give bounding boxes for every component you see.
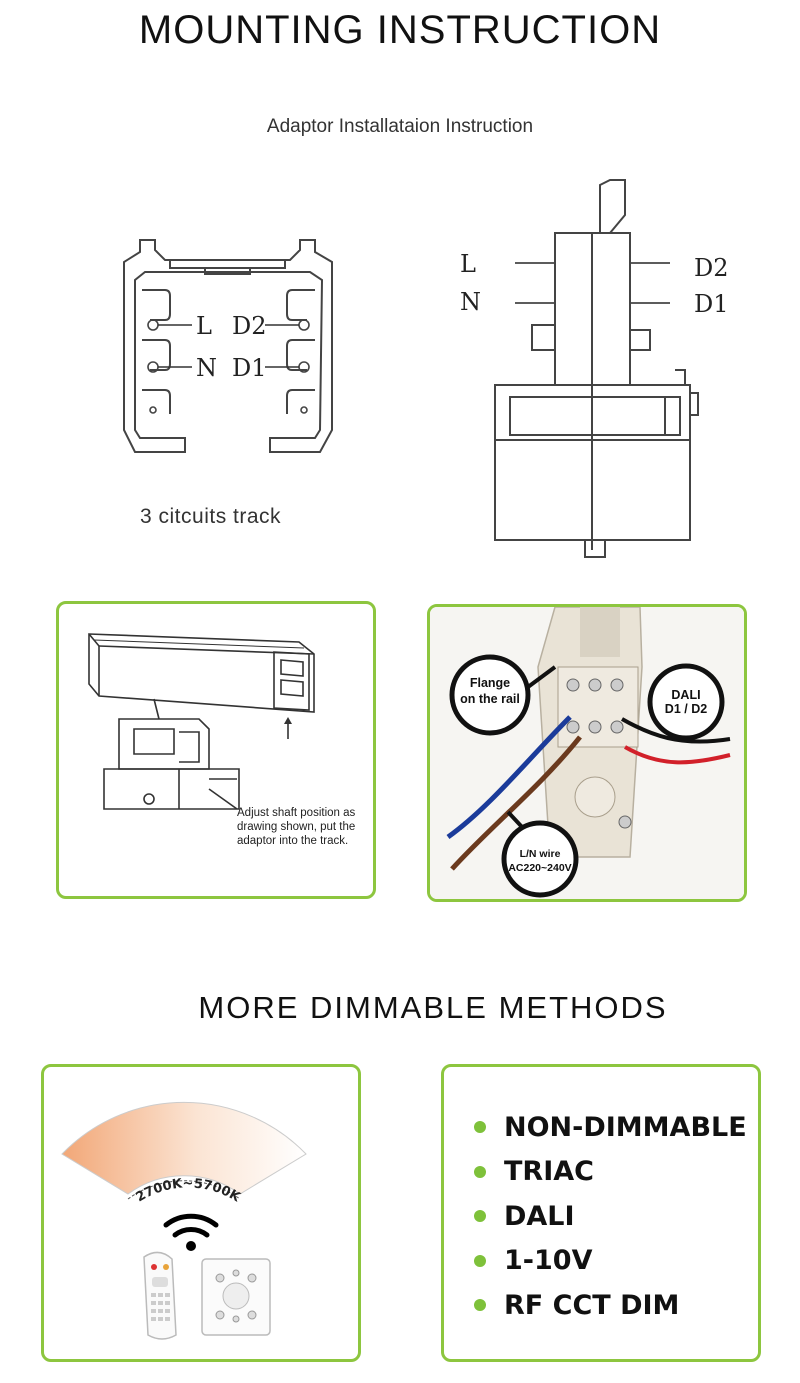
ln-line-2: AC220~240V: [508, 862, 571, 874]
adaptor-side-diagram: L N D2 D1: [460, 179, 729, 558]
adaptor-label-l: L: [460, 250, 476, 278]
install-note-line-3: adaptor into the track.: [237, 835, 348, 847]
methods-panel: NON-DIMMABLE TRIAC DALI 1-10V RF CCT DIM: [441, 1064, 761, 1362]
install-note-line-1: Adjust shaft position as: [237, 807, 356, 819]
page-title: MOUNTING INSTRUCTION: [138, 8, 662, 52]
method-label: RF CCT DIM: [504, 1289, 680, 1321]
bullet-icon: [474, 1254, 486, 1267]
flange-line-1: Flange: [470, 676, 510, 690]
bullet-icon: [474, 1299, 486, 1312]
method-item: DALI: [474, 1194, 747, 1239]
black-wire: [621, 717, 731, 744]
install-panel: Adjust shaft position as drawing shown, …: [56, 601, 376, 899]
method-label: 1-10V: [504, 1245, 593, 1277]
track-label-l: L: [196, 312, 212, 340]
method-label: NON-DIMMABLE: [504, 1111, 747, 1143]
adaptor-label-n: N: [460, 288, 481, 316]
blue-wire: [446, 715, 572, 840]
bullet-icon: [474, 1121, 486, 1134]
method-item: TRIAC: [474, 1150, 747, 1195]
brown-wire: [450, 735, 582, 871]
wiring-panel: Flange on the rail DALI D1 / D2 L/N wire…: [427, 604, 747, 902]
dali-line-2: D1 / D2: [665, 702, 707, 716]
method-label: TRIAC: [504, 1156, 594, 1188]
method-item: RF CCT DIM: [474, 1283, 747, 1328]
track-caption: 3 citcuits track: [140, 505, 282, 528]
wireless-icon: [163, 1213, 219, 1238]
bullet-icon: [474, 1165, 486, 1178]
cct-panel: 2700K~5700K: [41, 1064, 361, 1362]
bullet-icon: [474, 1210, 486, 1223]
track-adaptor-illustration: Adjust shaft position as drawing shown, …: [88, 633, 356, 847]
red-wire: [624, 745, 731, 765]
method-label: DALI: [504, 1200, 575, 1232]
flange-line-2: on the rail: [460, 692, 520, 706]
method-item: 1-10V: [474, 1239, 747, 1284]
subtitle: Adaptor Installataion Instruction: [266, 116, 534, 137]
remote-control-icon: [143, 1251, 177, 1340]
adaptor-label-d1: D1: [694, 290, 729, 318]
install-note-line-2: drawing shown, put the: [237, 821, 355, 833]
method-item: NON-DIMMABLE: [474, 1105, 747, 1150]
cct-illustration: 2700K~5700K: [61, 1101, 307, 1340]
track-label-d2: D2: [232, 312, 267, 340]
wiring-photo-illustration: Flange on the rail DALI D1 / D2 L/N wire…: [430, 607, 744, 899]
track-section-diagram: L N D2 D1: [123, 239, 333, 453]
adaptor-label-d2: D2: [694, 254, 729, 282]
dali-line-1: DALI: [671, 688, 700, 702]
ln-line-1: L/N wire: [520, 848, 561, 860]
track-label-d1: D1: [232, 354, 267, 382]
methods-list: NON-DIMMABLE TRIAC DALI 1-10V RF CCT DIM: [474, 1105, 747, 1328]
wall-switch-icon: [201, 1258, 271, 1336]
track-label-n: N: [196, 354, 217, 382]
section-title: MORE DIMMABLE METHODS: [198, 990, 668, 1025]
